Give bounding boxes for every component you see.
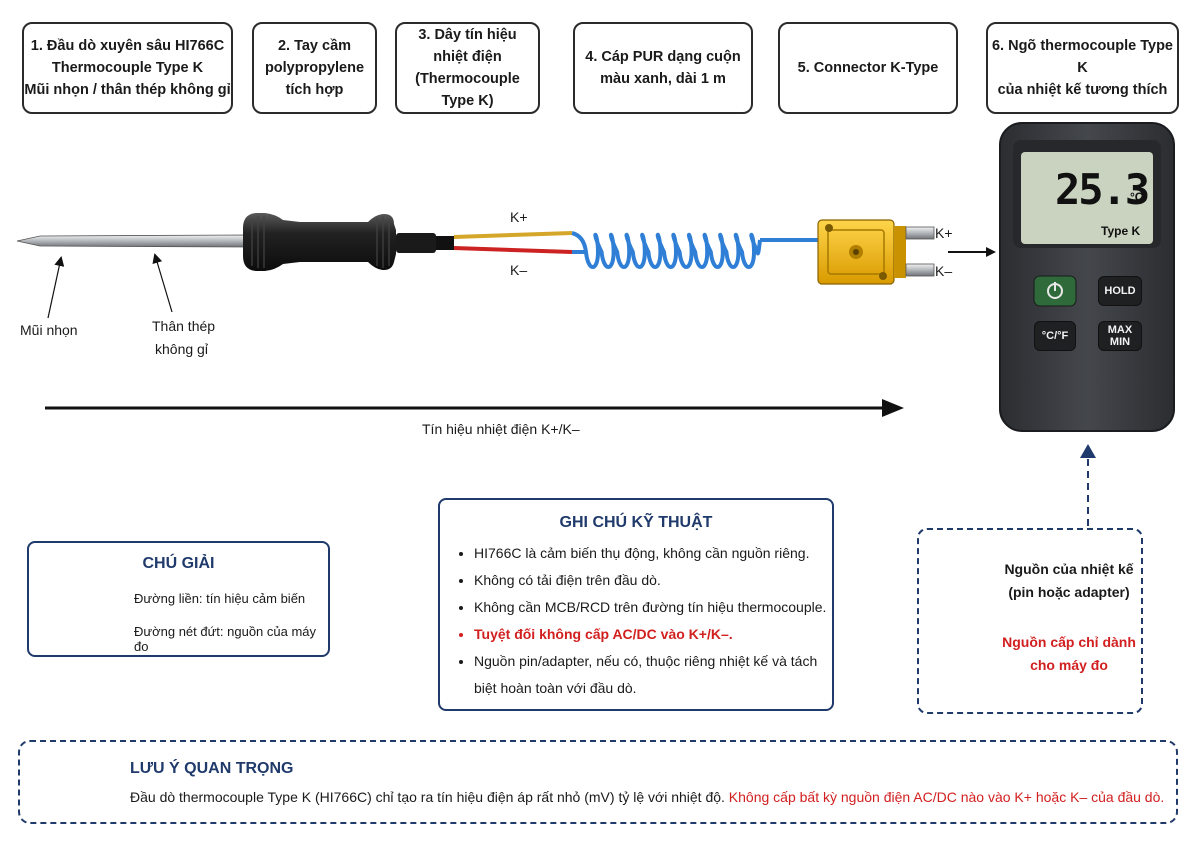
label-wire-line: 3. Dây tín hiệu	[418, 27, 517, 43]
lcd-unit: °C	[1130, 190, 1144, 204]
pur-cable-coil	[571, 231, 762, 269]
legend-panel: CHÚ GIẢI Đường liền: tín hiệu cảm biến Đ…	[27, 541, 330, 657]
notice-warning-text: Không cấp bất kỳ nguồn điện AC/DC nào và…	[728, 789, 1165, 805]
tip-label: Mũi nhọn	[20, 322, 78, 338]
tip-pointer-arrow	[47, 256, 65, 319]
label-probe-line: 1. Đầu dò xuyên sâu HI766C	[30, 38, 225, 54]
unit-toggle-button[interactable]: °C/°F	[1034, 321, 1076, 351]
max-label: MAX	[1107, 324, 1133, 336]
wire-minus-label: K–	[510, 262, 528, 278]
shaft-label-2: không gỉ	[155, 341, 208, 357]
lcd-reading: 25.3	[1055, 165, 1150, 214]
label-connector-line: 5. Connector K-Type	[797, 60, 939, 76]
k-type-connector	[817, 219, 935, 285]
shaft-pointer-arrow	[152, 253, 173, 313]
signal-flow-label: Tín hiệu nhiệt điện K+/K–	[422, 421, 580, 437]
label-probe-line: Thermocouple Type K	[51, 60, 204, 76]
power-arrowhead	[1080, 444, 1096, 458]
power-line-1: Nguồn của nhiệt kế	[1004, 561, 1134, 577]
legend-dashed-text: Đường nét đứt: nguồn của máy đo	[134, 624, 317, 654]
notes-item: Không có tải điện trên đầu dò.	[474, 567, 834, 594]
min-label: MIN	[1109, 336, 1131, 348]
label-wire-line: (Thermocouple Type K)	[415, 71, 520, 109]
notes-title: GHI CHÚ KỸ THUẬT	[559, 514, 713, 531]
label-pur-cable: 4. Cáp PUR dạng cuộn màu xanh, dài 1 m	[573, 22, 753, 114]
hold-button[interactable]: HOLD	[1098, 276, 1142, 306]
notes-item: Nguồn pin/adapter, nếu có, thuộc riêng n…	[474, 648, 834, 702]
pin-minus-label: K–	[935, 263, 953, 279]
thermometer-meter	[999, 122, 1175, 432]
power-button[interactable]	[1034, 276, 1076, 306]
label-handle-line: polypropylene	[264, 60, 365, 76]
label-handle: 2. Tay cầm polypropylene tích hợp	[252, 22, 377, 114]
coil-path	[571, 231, 762, 269]
label-connector: 5. Connector K-Type	[778, 22, 958, 114]
label-cable-line: 4. Cáp PUR dạng cuộn	[585, 49, 741, 65]
lcd-type: Type K	[1101, 224, 1141, 238]
technical-notes-panel: GHI CHÚ KỸ THUẬT HI766C là cảm biến thụ …	[438, 498, 834, 711]
label-probe-line: Mũi nhọn / thân thép không gỉ	[24, 82, 231, 98]
label-meter-input: 6. Ngõ thermocouple Type K của nhiệt kế …	[986, 22, 1179, 114]
power-line-2: (pin hoặc adapter)	[1008, 584, 1130, 600]
probe-shaft	[16, 234, 246, 248]
pin-plus-label: K+	[935, 225, 953, 241]
signal-flow-arrowhead	[882, 399, 904, 417]
probe-handle	[243, 213, 454, 271]
lcd-screen	[1021, 152, 1153, 244]
important-notice-panel: LƯU Ý QUAN TRỌNG Đầu dò thermocouple Typ…	[18, 740, 1178, 824]
notice-body: Đầu dò thermocouple Type K (HI766C) chỉ …	[130, 789, 1164, 805]
notes-item: HI766C là cảm biến thụ động, không cần n…	[474, 540, 834, 567]
signal-wires	[453, 231, 573, 254]
legend-title: CHÚ GIẢI	[142, 555, 215, 572]
label-signal-wire: 3. Dây tín hiệu nhiệt điện (Thermocouple…	[395, 22, 540, 114]
notes-item: Không cần MCB/RCD trên đường tín hiệu th…	[474, 594, 834, 621]
wire-plus-label: K+	[510, 209, 528, 225]
label-meter-line: của nhiệt kế tương thích	[997, 82, 1168, 98]
notes-item-warning: Tuyệt đối không cấp AC/DC vào K+/K–.	[474, 621, 834, 648]
label-probe: 1. Đầu dò xuyên sâu HI766C Thermocouple …	[22, 22, 233, 114]
notice-title: LƯU Ý QUAN TRỌNG	[130, 760, 294, 777]
shaft-label: Thân thép	[152, 318, 216, 334]
power-warning-2: cho máy đo	[1030, 657, 1108, 673]
label-handle-line: tích hợp	[285, 82, 344, 98]
label-cable-line: màu xanh, dài 1 m	[600, 71, 726, 87]
label-meter-line: 6. Ngõ thermocouple Type K	[991, 38, 1173, 76]
label-handle-line: 2. Tay cầm	[277, 38, 352, 54]
power-warning-1: Nguồn cấp chỉ dành	[1002, 634, 1136, 650]
label-wire-line: nhiệt điện	[433, 49, 502, 65]
notice-text: Đầu dò thermocouple Type K (HI766C) chỉ …	[130, 789, 725, 805]
power-source-panel: Nguồn của nhiệt kế (pin hoặc adapter) Ng…	[917, 528, 1143, 714]
notes-list: HI766C là cảm biến thụ động, không cần n…	[454, 540, 834, 702]
max-min-button[interactable]: MAX MIN	[1098, 321, 1142, 351]
legend-solid-text: Đường liền: tín hiệu cảm biến	[134, 591, 306, 606]
